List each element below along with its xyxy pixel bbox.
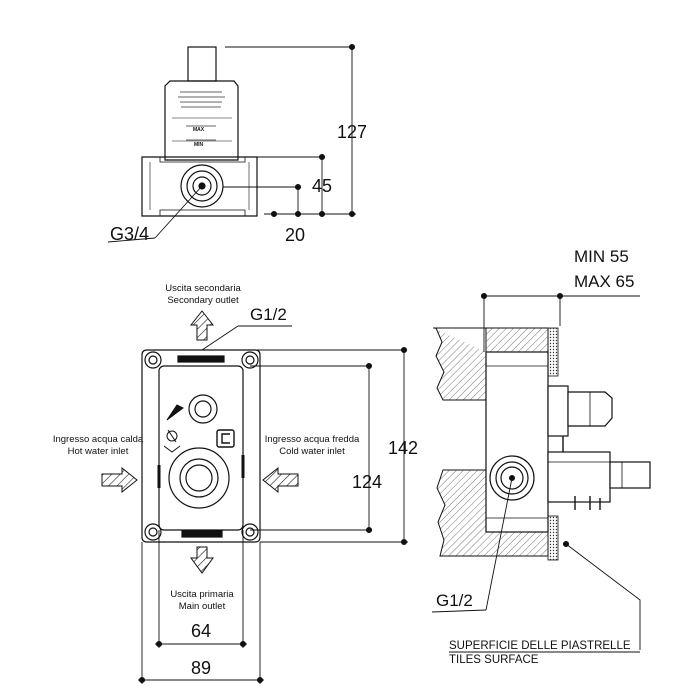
- main-outlet-it: Uscita primaria: [170, 589, 234, 600]
- tiles-surface-en: TILES SURFACE: [449, 654, 539, 666]
- top-view: [107, 46, 258, 243]
- dim-127: 127: [337, 122, 367, 142]
- thread-label-g12-side: G1/2: [436, 591, 473, 610]
- tile-layer-lower: [547, 515, 559, 561]
- main-outlet-en: Main outlet: [179, 601, 226, 612]
- inlet-port: [180, 164, 224, 208]
- secondary-outlet-en: Secondary outlet: [167, 295, 239, 306]
- dim-20: 20: [285, 225, 305, 245]
- logo-mark: [216, 429, 235, 448]
- base-block: [141, 156, 258, 217]
- secondary-outlet-it: Uscita secondaria: [165, 283, 241, 294]
- main-port: [168, 447, 230, 509]
- front-body-outer: [141, 349, 261, 543]
- tile-layer-upper: [547, 327, 559, 377]
- cold-inlet-en: Cold water inlet: [279, 446, 345, 457]
- thread-label-g12-front: G1/2: [250, 305, 287, 324]
- front-body-inner: [158, 365, 244, 531]
- front-view-dimensions: [138, 325, 408, 684]
- top-view-dimensions: [223, 43, 356, 218]
- max-mark: MAX: [193, 127, 205, 133]
- side-body: [485, 351, 651, 533]
- diverter-port: [188, 394, 218, 424]
- main-outlet-arrow: [190, 546, 214, 574]
- lower-spout: [609, 461, 651, 489]
- hot-inlet-it: Ingresso acqua calda: [53, 434, 144, 445]
- secondary-outlet-arrow: [189, 310, 215, 341]
- depth-min: MIN 55: [574, 247, 629, 266]
- hot-inlet-arrow: [101, 466, 138, 494]
- min-mark: MIN: [194, 142, 204, 148]
- cold-inlet-it: Ingresso acqua fredda: [265, 434, 360, 445]
- depth-max: MAX 65: [574, 272, 634, 291]
- cold-inlet-arrow: [262, 466, 299, 494]
- spindle: [187, 46, 217, 82]
- wall-section: [433, 327, 559, 561]
- side-body-details: [562, 436, 601, 510]
- dim-64: 64: [191, 621, 211, 641]
- thread-label-g34: G3/4: [110, 224, 149, 244]
- dim-89: 89: [191, 658, 211, 678]
- side-body-box: [485, 351, 549, 533]
- side-view-dimensions: [431, 292, 641, 653]
- dim-45: 45: [312, 176, 332, 196]
- inlet-symbol: [163, 404, 184, 453]
- tiles-surface-it: SUPERFICIE DELLE PIASTRELLE: [449, 640, 631, 652]
- cartridge-body: [164, 80, 239, 161]
- flow-arrows: [101, 310, 299, 574]
- engraved-text: [178, 91, 225, 141]
- hot-inlet-en: Hot water inlet: [68, 446, 129, 457]
- dim-142: 142: [388, 438, 418, 458]
- front-view: [141, 349, 261, 543]
- dim-124: 124: [352, 472, 382, 492]
